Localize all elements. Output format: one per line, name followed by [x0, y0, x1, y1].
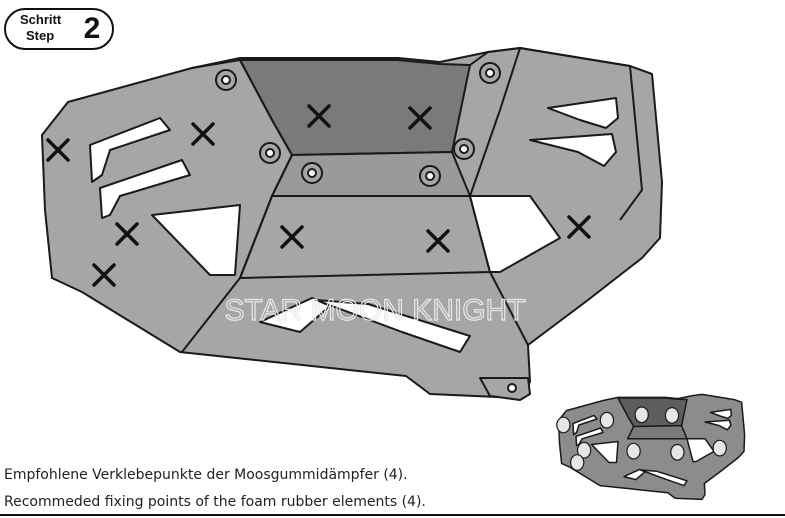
left-vent-upper: [89, 117, 171, 183]
x-mark-icon: [115, 222, 139, 246]
caption-german: Empfohlene Verklebepunkte der Moosgummid…: [4, 467, 408, 483]
bolt-hole-icon: [479, 62, 501, 84]
mounting-tab: [479, 377, 531, 401]
bolt-hole-icon: [301, 162, 323, 184]
inset-illustration: [556, 393, 746, 501]
foam-rubber-pad-icon: [599, 411, 615, 429]
bolt-hole-icon: [453, 138, 475, 160]
step-badge-outline: [4, 8, 114, 50]
caption-english: Recommeded fixing points of the foam rub…: [4, 494, 426, 510]
x-mark-icon: [92, 263, 116, 287]
x-mark-icon: [567, 215, 591, 239]
foam-rubber-pad-icon: [712, 439, 727, 457]
bottom-slot-right: [315, 299, 471, 353]
tab-hole: [507, 383, 517, 393]
foam-rubber-pad-icon: [664, 407, 680, 424]
center-lower-panel: [239, 195, 491, 279]
step-number: 2: [83, 12, 101, 45]
foam-rubber-pad-icon: [576, 441, 592, 459]
left-vent-lower: [99, 159, 191, 219]
x-mark-icon: [408, 106, 432, 130]
x-mark-icon: [307, 104, 331, 128]
bottom-rule: [0, 514, 785, 516]
foam-rubber-pad-icon: [670, 443, 685, 461]
bolt-holes: [215, 62, 501, 187]
bolt-hole-icon: [419, 165, 441, 187]
right-vent-upper: [547, 97, 619, 129]
step-label-en: Step: [26, 28, 55, 43]
bolt-hole-icon: [215, 69, 237, 91]
step-badge: Schritt Step 2: [4, 8, 116, 52]
right-vent-lower: [529, 133, 617, 167]
x-mark-icon: [191, 122, 215, 146]
left-cutout: [151, 204, 241, 276]
x-mark-icon: [280, 225, 304, 249]
foam-rubber-pad-icon: [634, 406, 649, 424]
fixing-point-markers: [46, 104, 591, 287]
foam-rubber-pad-icon: [626, 442, 641, 460]
step-label-de: Schritt: [20, 12, 62, 27]
foam-rubber-pad-icon: [570, 454, 585, 471]
x-mark-icon: [46, 138, 70, 162]
x-mark-icon: [426, 229, 450, 253]
foam-rubber-pad-icon: [556, 416, 571, 434]
right-cutout: [469, 195, 561, 273]
watermark-text: STAR MOON KNIGHT: [224, 294, 525, 327]
bolt-hole-icon: [259, 142, 281, 164]
